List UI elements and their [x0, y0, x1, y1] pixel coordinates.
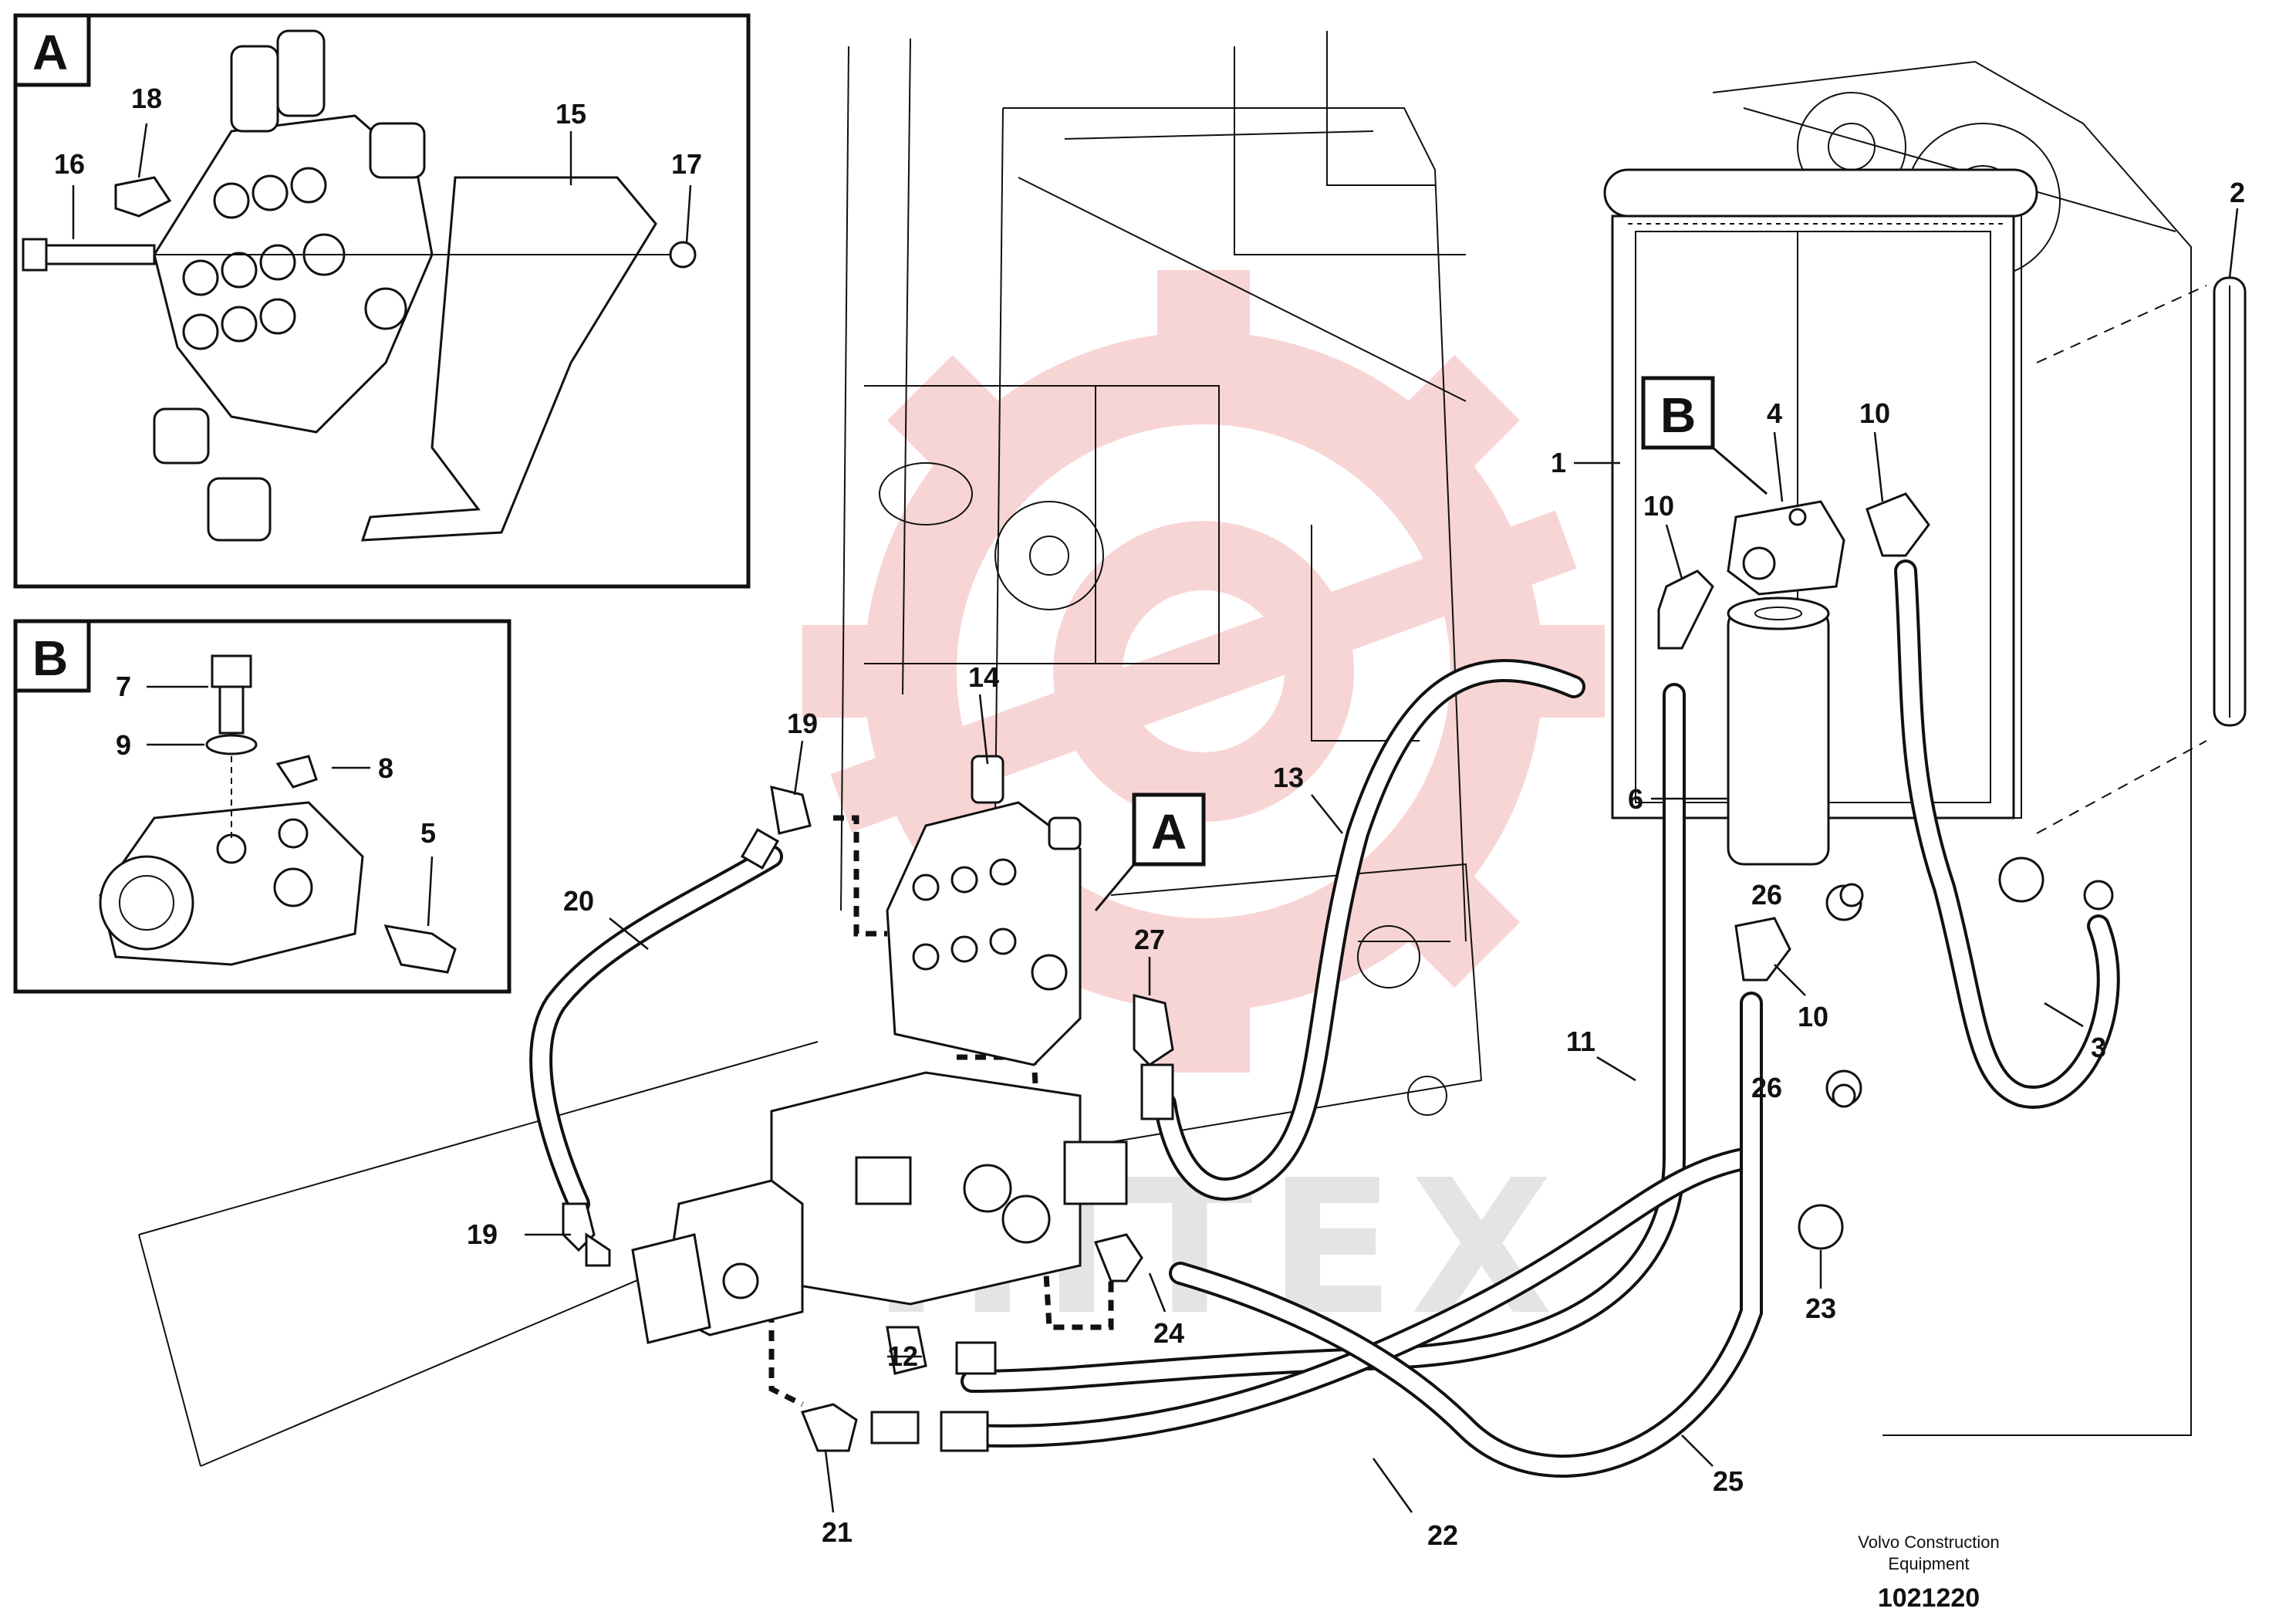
callout-1: 1: [1551, 447, 1566, 478]
callout-25: 25: [1713, 1465, 1744, 1497]
callout-10-left: 10: [1643, 490, 1674, 522]
callout-13: 13: [1273, 762, 1304, 793]
callout-26-lower: 26: [1751, 1072, 1782, 1103]
footer-company-line2: Equipment: [1888, 1554, 1969, 1573]
callout-26-upper: 26: [1751, 879, 1782, 911]
callout-20: 20: [563, 885, 594, 917]
callout-24: 24: [1153, 1317, 1184, 1349]
callout-9: 9: [116, 729, 131, 761]
detail-a-panel: [13, 13, 751, 589]
callout-6: 6: [1628, 783, 1643, 815]
callout-8: 8: [378, 752, 393, 784]
detail-a-label: A: [32, 25, 68, 80]
callout-22: 22: [1427, 1519, 1458, 1551]
callout-18: 18: [131, 83, 162, 114]
control-valve-main: [886, 755, 1082, 1066]
callout-21: 21: [822, 1516, 853, 1548]
callout-19-upper: 19: [787, 708, 818, 739]
callout-19-lower: 19: [467, 1218, 498, 1250]
marker-b: [1641, 376, 1768, 495]
callout-16: 16: [54, 148, 85, 180]
small-fittings: [562, 785, 1864, 1452]
callout-12: 12: [887, 1340, 918, 1372]
footer-drawing-number: 1021220: [1878, 1583, 1980, 1613]
filter-head: [1727, 500, 1845, 596]
elbow-fittings: [1657, 492, 2114, 1250]
callout-17: 17: [671, 148, 702, 180]
callout-5: 5: [420, 817, 436, 849]
hose-13: [1153, 659, 1585, 1201]
seal-strip: [2036, 276, 2247, 834]
marker-a-label: A: [1151, 804, 1187, 860]
detail-b-label: B: [32, 630, 68, 686]
watermark-logo: [802, 270, 1605, 1073]
oil-filter: [1727, 596, 1830, 866]
callout-23: 23: [1805, 1293, 1836, 1324]
footer-company-line1: Volvo Construction: [1858, 1532, 1999, 1552]
callout-27: 27: [1134, 924, 1165, 955]
hose-3: [1894, 559, 2120, 1109]
callout-10-right: 10: [1859, 397, 1890, 429]
callout-10-lower: 10: [1798, 1001, 1828, 1032]
hose-20: [529, 845, 783, 1215]
hose-22: [961, 1146, 1763, 1448]
hose-25: [1169, 992, 1763, 1478]
dashed-connector-b: [957, 1054, 1114, 1330]
callout-4: 4: [1767, 397, 1782, 429]
callout-15: 15: [555, 98, 586, 130]
marker-a: [1094, 792, 1206, 911]
callout-7: 7: [116, 671, 131, 702]
leader-lines: [525, 208, 2239, 1513]
marker-b-label: B: [1660, 387, 1696, 443]
detail-b-panel: [13, 619, 512, 994]
dashed-connector-a: [833, 815, 887, 937]
callout-3: 3: [2091, 1032, 2106, 1063]
dashed-connector-c: [768, 1312, 804, 1407]
pump-assembly: [631, 1071, 1128, 1344]
callout-11: 11: [1566, 1026, 1595, 1057]
callout-2: 2: [2230, 177, 2245, 208]
callout-14: 14: [968, 661, 999, 693]
